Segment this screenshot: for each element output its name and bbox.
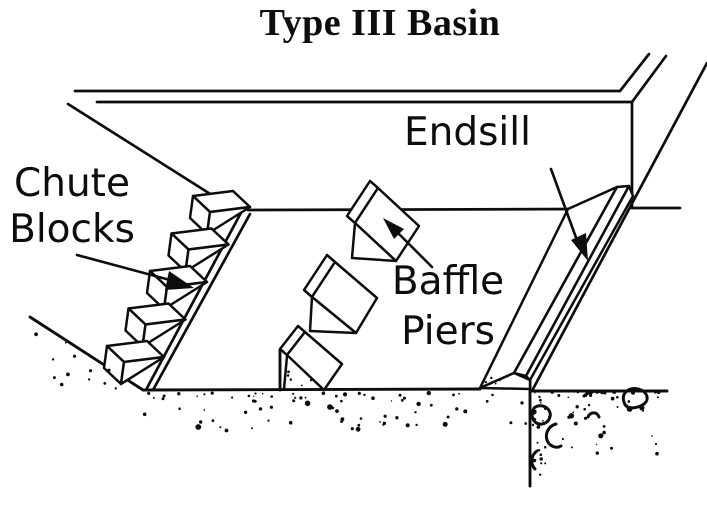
chute-block — [102, 339, 166, 386]
leader-arrows — [75, 167, 588, 290]
chute-blocks-arrow — [75, 253, 194, 290]
basin-floor-near-edge — [141, 387, 482, 392]
basin-top-wall-lines — [73, 52, 707, 391]
arrowhead — [383, 218, 404, 239]
chute-sidewall-edge — [66, 102, 217, 199]
chute-blocks-group — [102, 189, 252, 386]
baffle-piers-label-line1: Baffle — [391, 259, 505, 304]
baffle-pier — [345, 179, 421, 263]
stipple-texture — [34, 332, 661, 476]
baffle-pier — [302, 253, 379, 335]
arrowhead — [571, 233, 588, 261]
chute-blocks-label-line2: Blocks — [9, 207, 135, 252]
chute-block — [124, 302, 187, 348]
endsill-shape — [478, 184, 635, 391]
endsill-end-cap — [478, 371, 532, 391]
arrowhead — [165, 271, 194, 290]
wall-inner-line — [95, 54, 668, 104]
chute-blocks-label-line1: Chute — [14, 161, 130, 206]
chute-blocks-label: Chute Blocks — [0, 161, 148, 253]
chute-block — [167, 227, 230, 273]
baffle-piers-label: Baffle Piers — [370, 257, 526, 357]
baffle-pier — [278, 324, 344, 392]
diagram-title: Type III Basin — [259, 2, 501, 44]
baffle-piers-group — [278, 179, 421, 392]
wall-outer-line — [73, 52, 651, 93]
ground-lines — [28, 315, 669, 488]
baffle-piers-label-line2: Piers — [401, 309, 495, 354]
basin-floor-far-edge — [246, 207, 582, 212]
endsill-label: Endsill — [404, 110, 531, 155]
slope-line-inner — [151, 212, 252, 392]
baffle-piers-arrow — [383, 218, 434, 269]
endsill-arrow — [549, 167, 588, 261]
right-wingwall-slope — [531, 61, 707, 391]
